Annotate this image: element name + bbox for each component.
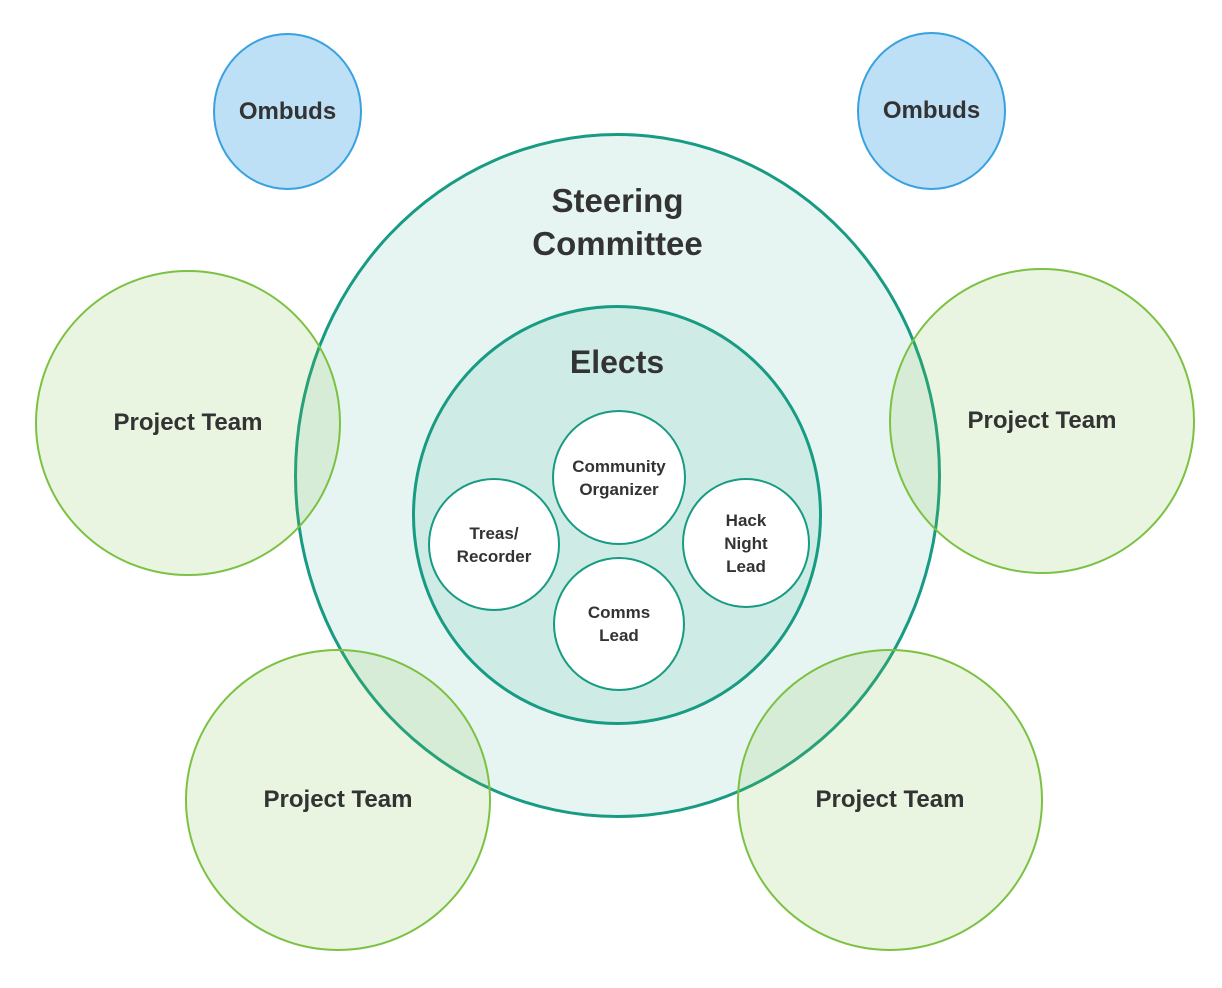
ombuds-left-label: Ombuds: [238, 97, 337, 125]
project-team-circle-right: Project Team: [889, 268, 1195, 574]
project-team-left-label: Project Team: [113, 409, 263, 436]
role-circle-comms-lead: Comms Lead: [553, 557, 685, 691]
steering-committee-label: Steering Committee: [532, 182, 703, 262]
ombuds-circle-left: Ombuds: [213, 33, 362, 190]
community-organizer-label: Community Organizer: [572, 456, 666, 499]
elects-label: Elects: [569, 344, 665, 380]
treas-recorder-label: Treas/ Recorder: [456, 523, 532, 566]
hack-night-lead-label: Hack Night Lead: [724, 510, 768, 576]
project-team-bottom-left-label: Project Team: [263, 786, 413, 813]
project-team-bottom-right-label: Project Team: [815, 786, 965, 813]
role-circle-treas-recorder: Treas/ Recorder: [428, 478, 560, 611]
project-team-circle-bottom-right: Project Team: [737, 649, 1043, 951]
role-circle-community-organizer: Community Organizer: [552, 410, 686, 545]
project-team-circle-left: Project Team: [35, 270, 341, 576]
project-team-right-label: Project Team: [967, 407, 1117, 434]
ombuds-right-label: Ombuds: [882, 97, 981, 124]
role-circle-hack-night-lead: Hack Night Lead: [682, 478, 810, 608]
ombuds-circle-right: Ombuds: [857, 32, 1006, 190]
comms-lead-label: Comms Lead: [587, 603, 651, 645]
project-team-circle-bottom-left: Project Team: [185, 649, 491, 951]
